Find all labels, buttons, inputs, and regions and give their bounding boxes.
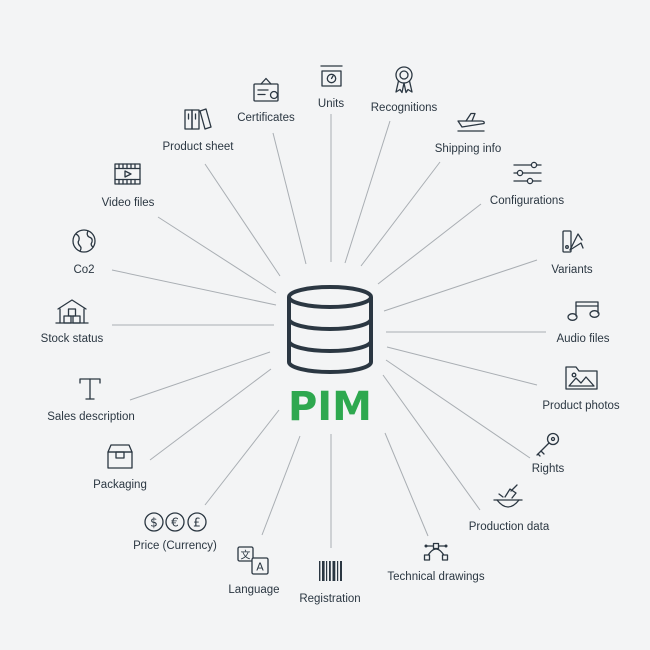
item-label: Recognitions: [371, 102, 438, 114]
scale-icon: [320, 65, 343, 87]
item-variants[interactable]: Variants: [551, 230, 593, 276]
item-label: Video files: [102, 197, 155, 209]
item-packaging[interactable]: Packaging: [93, 444, 147, 491]
connector-line-sales-description: [129, 351, 271, 401]
connector-line-packaging: [149, 368, 272, 461]
connector-line-configurations: [377, 203, 482, 285]
production-icon: [493, 484, 523, 508]
item-stock-status[interactable]: Stock status: [41, 299, 104, 345]
item-recognitions[interactable]: Recognitions: [371, 66, 438, 114]
award-icon: [395, 66, 413, 94]
item-label: Configurations: [490, 195, 564, 207]
item-technical-drawings[interactable]: Technical drawings: [387, 542, 485, 584]
item-registration[interactable]: Registration: [299, 561, 361, 605]
music-note-icon: [567, 301, 600, 321]
barcode-icon: [319, 561, 342, 581]
item-label: Audio files: [556, 333, 609, 345]
text-icon: [79, 378, 101, 400]
connector-line-recognitions: [344, 120, 391, 264]
item-price-currency[interactable]: $ € £ Price (Currency): [133, 512, 217, 552]
connector-line-product-sheet: [204, 163, 281, 277]
item-label: Variants: [551, 264, 593, 276]
connector-line-technical-drawings: [384, 432, 429, 537]
item-label: Sales description: [47, 411, 135, 423]
item-language[interactable]: 文 A Language: [228, 546, 280, 596]
item-label: Registration: [299, 593, 360, 605]
certificate-icon: [253, 77, 279, 102]
item-shipping-info[interactable]: Shipping info: [435, 112, 502, 156]
svg-text:A: A: [256, 561, 264, 574]
svg-text:文: 文: [241, 549, 251, 562]
color-swatch-icon: [562, 230, 584, 253]
film-icon: [114, 163, 141, 185]
item-product-sheet[interactable]: Product sheet: [163, 108, 235, 153]
item-product-photos[interactable]: Product photos: [542, 366, 620, 412]
item-label: Co2: [73, 264, 94, 276]
item-label: Packaging: [93, 479, 147, 491]
binders-icon: [184, 108, 212, 130]
connector-line-video-files: [157, 216, 277, 294]
connector-line-co2: [111, 269, 277, 306]
connector-line-price-currency: [204, 409, 280, 506]
sliders-icon: [513, 161, 542, 185]
connector-line-production-data: [382, 374, 481, 511]
bezier-icon: [423, 542, 449, 561]
connector-line-language: [261, 435, 301, 536]
connector-lines: [111, 114, 546, 548]
svg-text:£: £: [193, 516, 201, 530]
item-production-data[interactable]: Production data: [469, 484, 550, 533]
item-label: Price (Currency): [133, 540, 217, 552]
item-label: Certificates: [237, 112, 295, 124]
box-icon: [107, 444, 133, 469]
item-sales-description[interactable]: Sales description: [47, 378, 135, 423]
connector-line-product-photos: [386, 346, 538, 386]
translate-icon: 文 A: [237, 546, 269, 575]
item-configurations[interactable]: Configurations: [490, 161, 564, 207]
warehouse-icon: [55, 299, 89, 324]
globe-icon: [72, 229, 96, 253]
photo-folder-icon: [565, 366, 598, 390]
svg-text:€: €: [171, 516, 179, 530]
item-label: Shipping info: [435, 143, 502, 155]
item-label: Language: [228, 584, 279, 596]
item-label: Product sheet: [163, 141, 235, 153]
connector-line-rights: [385, 359, 531, 459]
item-label: Units: [318, 98, 344, 110]
item-certificates[interactable]: Certificates: [237, 77, 295, 125]
item-rights[interactable]: Rights: [532, 432, 565, 476]
connector-line-certificates: [272, 132, 307, 265]
item-label: Stock status: [41, 333, 104, 345]
center-title: PIM: [288, 384, 372, 430]
item-label: Technical drawings: [387, 571, 484, 583]
currency-icon: $ € £: [144, 512, 207, 532]
database-icon: [287, 285, 373, 374]
connector-line-shipping-info: [360, 161, 441, 267]
item-label: Rights: [532, 463, 565, 475]
item-label: Production data: [469, 521, 550, 533]
key-icon: [536, 432, 560, 457]
svg-text:$: $: [150, 516, 158, 530]
item-units[interactable]: Units: [318, 65, 344, 110]
item-video-files[interactable]: Video files: [102, 163, 155, 209]
airplane-icon: [457, 112, 485, 132]
item-co2[interactable]: Co2: [72, 229, 96, 276]
connector-line-variants: [383, 259, 538, 312]
item-audio-files[interactable]: Audio files: [556, 301, 610, 345]
item-label: Product photos: [542, 400, 620, 412]
